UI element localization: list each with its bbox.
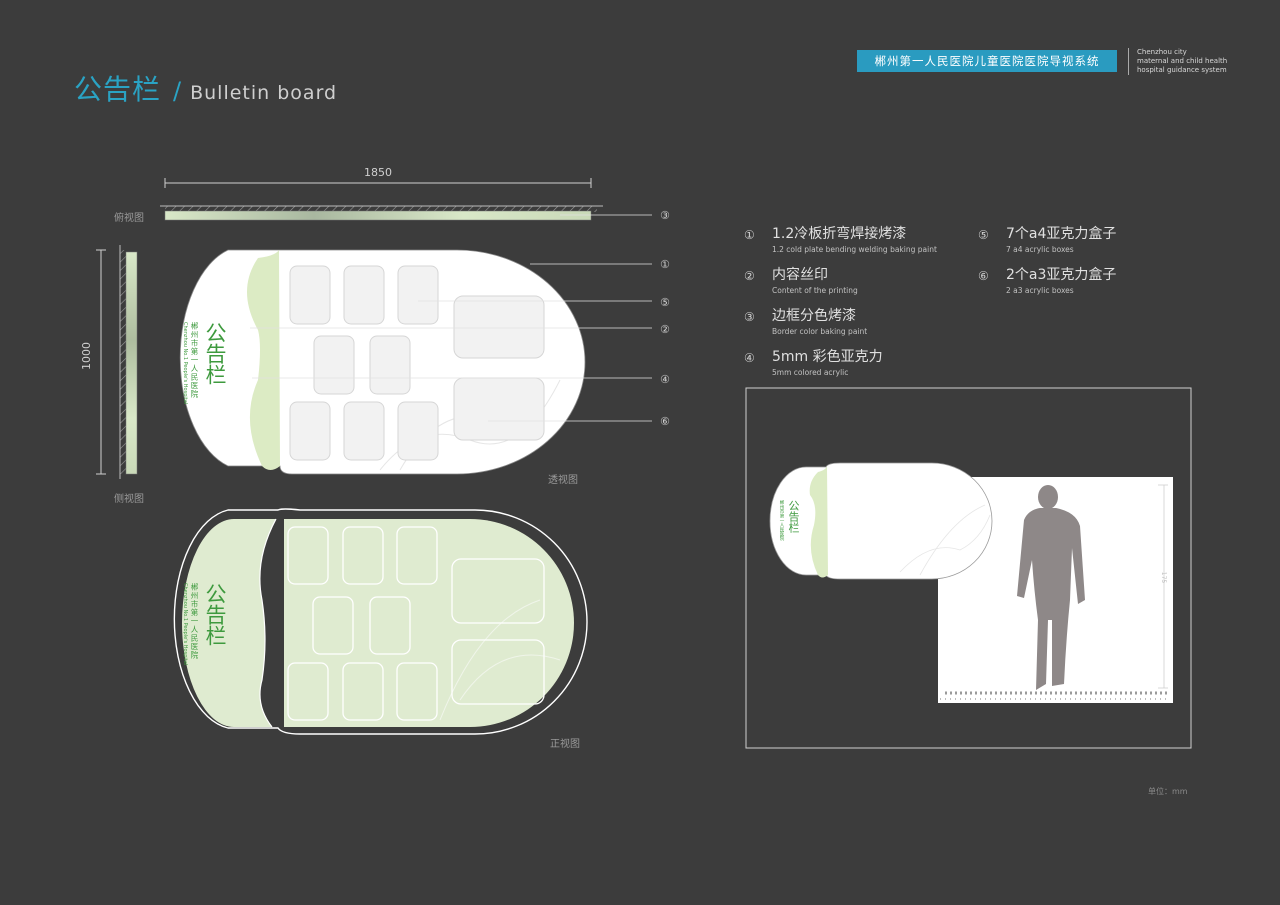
legend-en-1: 1.2 cold plate bending welding baking pa… bbox=[772, 245, 937, 254]
a3-box-2 bbox=[453, 377, 545, 441]
legend-num-2: ② bbox=[744, 269, 755, 283]
a4-box-4 bbox=[313, 335, 355, 395]
perspective-board-subtitle-cn: 郴州市第一人民医院 bbox=[190, 322, 199, 399]
front-board-subtitle-en: Chenzhou No.1 People's Hospital bbox=[182, 583, 188, 666]
front-a4-box-7 bbox=[342, 662, 384, 721]
scene-illustration bbox=[745, 387, 1192, 749]
front-board bbox=[173, 508, 588, 735]
width-dimension-label: 1850 bbox=[364, 166, 392, 179]
scene-board bbox=[769, 462, 993, 580]
top-view bbox=[160, 205, 603, 221]
a4-box-5 bbox=[369, 335, 411, 395]
callout-4: ④ bbox=[660, 373, 670, 386]
legend-item-5: ⑤ bbox=[978, 224, 989, 243]
legend-item-6: ⑥ bbox=[978, 265, 989, 284]
front-a4-box-8 bbox=[396, 662, 438, 721]
legend-cn-4: 5mm 彩色亚克力 bbox=[772, 349, 883, 365]
legend-num-5: ⑤ bbox=[978, 228, 989, 242]
front-a4-box-6 bbox=[287, 662, 329, 721]
scene-board-subtitle-cn: 郴州市第一人民医院 bbox=[779, 500, 784, 541]
front-a3-box-1 bbox=[451, 558, 545, 624]
front-a4-box-3 bbox=[396, 526, 438, 585]
legend-cn-3: 边框分色烤漆 bbox=[772, 308, 856, 324]
legend-cn-2: 内容丝印 bbox=[772, 267, 828, 283]
perspective-board-subtitle-en: Chenzhou No.1 People's Hospital bbox=[182, 322, 188, 405]
legend-en-2: Content of the printing bbox=[772, 286, 858, 295]
legend-en-4: 5mm colored acrylic bbox=[772, 368, 849, 377]
a4-box-8 bbox=[397, 401, 439, 461]
front-board-title: 公告栏 bbox=[203, 583, 227, 646]
legend-num-6: ⑥ bbox=[978, 269, 989, 283]
project-banner: 郴州第一人民医院儿童医院医院导视系统 bbox=[857, 50, 1117, 72]
a4-box-1 bbox=[289, 265, 331, 325]
legend-en-6: 2 a3 acrylic boxes bbox=[1006, 286, 1074, 295]
width-dimension bbox=[164, 178, 592, 188]
legend-num-1: ① bbox=[744, 228, 755, 242]
page-title: 公告栏 / Bulletin board bbox=[74, 68, 337, 108]
a4-box-6 bbox=[289, 401, 331, 461]
front-a3-box-2 bbox=[451, 639, 545, 705]
callout-3-top: ③ bbox=[660, 209, 670, 222]
a4-box-2 bbox=[343, 265, 385, 325]
legend-item-3: ③ bbox=[744, 306, 755, 325]
legend-text-6: 2个a3亚克力盒子 2 a3 acrylic boxes bbox=[1006, 264, 1116, 295]
legend-text-3: 边框分色烤漆 Border color baking paint bbox=[772, 305, 867, 336]
project-banner-en: Chenzhou city maternal and child health … bbox=[1128, 48, 1227, 75]
height-dimension-label: 1000 bbox=[80, 342, 93, 370]
legend-item-2: ② bbox=[744, 265, 755, 284]
title-en: Bulletin board bbox=[190, 82, 338, 104]
legend-item-1: ① bbox=[744, 224, 755, 243]
legend-text-5: 7个a4亚克力盒子 7 a4 acrylic boxes bbox=[1006, 223, 1116, 254]
legend-cn-1: 1.2冷板折弯焊接烤漆 bbox=[772, 226, 907, 242]
legend-en-3: Border color baking paint bbox=[772, 327, 868, 336]
callout-leaders bbox=[250, 214, 652, 422]
legend-text-2: 内容丝印 Content of the printing bbox=[772, 264, 858, 295]
side-view-label: 侧视图 bbox=[114, 494, 144, 505]
scene-board-title: 公告栏 bbox=[787, 500, 800, 533]
scene-height-mark: 175 bbox=[1160, 571, 1168, 584]
front-board-subtitle-cn: 郴州市第一人民医院 bbox=[190, 583, 199, 660]
title-separator: / bbox=[173, 77, 183, 105]
callout-2: ② bbox=[660, 323, 670, 336]
callout-5: ⑤ bbox=[660, 296, 670, 309]
unit-label: 单位：mm bbox=[1148, 787, 1188, 796]
legend-num-4: ④ bbox=[744, 351, 755, 365]
perspective-board-title: 公告栏 bbox=[203, 322, 227, 385]
person-silhouette bbox=[1017, 485, 1085, 690]
a4-box-3 bbox=[397, 265, 439, 325]
height-dimension bbox=[96, 249, 106, 475]
callout-6: ⑥ bbox=[660, 415, 670, 428]
front-a4-box-4 bbox=[312, 596, 354, 655]
front-view-label: 正视图 bbox=[550, 739, 580, 750]
banner-en-line-2: maternal and child health bbox=[1137, 57, 1228, 65]
front-a4-box-1 bbox=[287, 526, 329, 585]
title-cn: 公告栏 bbox=[74, 73, 162, 106]
front-a4-box-5 bbox=[369, 596, 411, 655]
callout-1: ① bbox=[660, 258, 670, 271]
perspective-view-label: 透视图 bbox=[548, 475, 578, 486]
legend-num-3: ③ bbox=[744, 310, 755, 324]
a4-box-7 bbox=[343, 401, 385, 461]
legend-text-4: 5mm 彩色亚克力 5mm colored acrylic bbox=[772, 346, 883, 377]
top-view-label: 俯视图 bbox=[114, 213, 144, 224]
a3-box-1 bbox=[453, 295, 545, 359]
legend-en-5: 7 a4 acrylic boxes bbox=[1006, 245, 1074, 254]
side-view bbox=[119, 245, 138, 479]
legend-cn-5: 7个a4亚克力盒子 bbox=[1006, 226, 1117, 242]
legend-text-1: 1.2冷板折弯焊接烤漆 1.2 cold plate bending weldi… bbox=[772, 223, 937, 254]
perspective-board bbox=[179, 214, 652, 475]
banner-en-line-1: Chenzhou city bbox=[1137, 48, 1187, 56]
legend-cn-6: 2个a3亚克力盒子 bbox=[1006, 267, 1117, 283]
legend-item-4: ④ bbox=[744, 347, 755, 366]
banner-en-line-3: hospital guidance system bbox=[1137, 66, 1227, 74]
front-a4-box-2 bbox=[342, 526, 384, 585]
